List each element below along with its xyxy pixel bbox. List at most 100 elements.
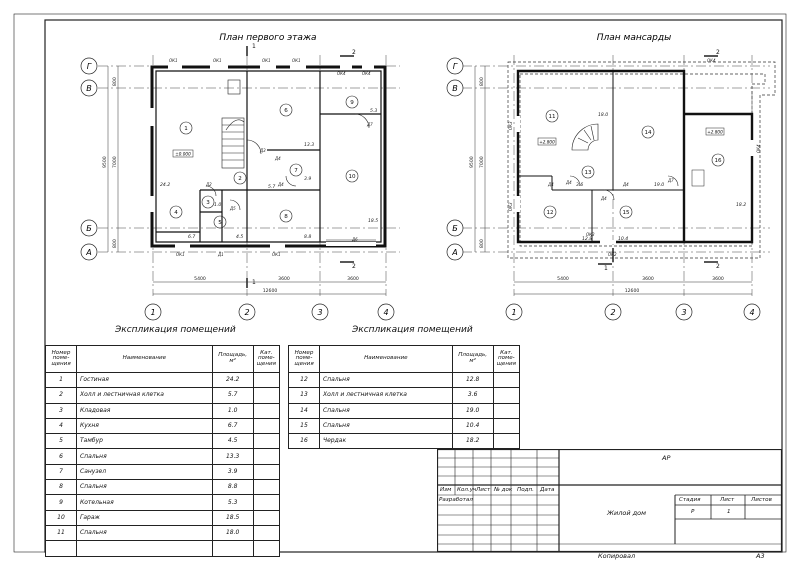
svg-text:16: 16 bbox=[714, 158, 722, 164]
axis-number-label: 2 bbox=[244, 308, 249, 317]
cell-num: 3 bbox=[45, 402, 77, 419]
inner-frame bbox=[44, 19, 783, 553]
svg-text:9500: 9500 bbox=[469, 156, 475, 168]
format-label: А3 bbox=[756, 552, 765, 560]
svg-text:1: 1 bbox=[252, 279, 256, 286]
svg-text:11: 11 bbox=[548, 114, 556, 120]
stamp-col-doc: № док bbox=[494, 487, 513, 493]
col-cat: Кат. поме- щения bbox=[492, 345, 521, 373]
stamp-col-izm: Изм bbox=[440, 487, 452, 493]
axis-letter-circle bbox=[446, 219, 464, 237]
cell-cat bbox=[492, 371, 521, 389]
explication-table-right: Номер поме- щения Наименование Площадь, … bbox=[288, 345, 521, 450]
cell-num: 9 bbox=[45, 494, 77, 511]
cell-area: 13.3 bbox=[211, 448, 254, 465]
svg-text:15: 15 bbox=[622, 210, 630, 216]
svg-text:19.0: 19.0 bbox=[654, 182, 664, 188]
cell-area: 19.0 bbox=[451, 402, 494, 419]
svg-text:ОК1: ОК1 bbox=[292, 58, 301, 63]
stamp-col-kol: Кол.уч bbox=[457, 487, 477, 493]
axis-letter-label: А bbox=[85, 248, 91, 257]
copied-label: Копировал bbox=[598, 552, 636, 560]
cell-name: Котельная bbox=[76, 494, 213, 511]
axis-letter-label: Г bbox=[87, 62, 92, 71]
svg-text:7: 7 bbox=[294, 168, 298, 174]
cell-cat bbox=[252, 417, 281, 435]
explication-title-right: Экспликация помещений bbox=[352, 325, 473, 335]
svg-text:ОК1: ОК1 bbox=[272, 252, 281, 257]
cell-cat bbox=[252, 494, 281, 511]
axis-number-label: 3 bbox=[681, 308, 686, 317]
svg-text:5: 5 bbox=[218, 220, 222, 226]
svg-text:8.8: 8.8 bbox=[304, 234, 311, 240]
svg-text:ОК3: ОК3 bbox=[586, 232, 595, 237]
svg-text:3.9: 3.9 bbox=[304, 176, 311, 182]
cell-num: 8 bbox=[45, 479, 77, 496]
svg-text:10: 10 bbox=[348, 174, 356, 180]
axis-number-circle bbox=[238, 303, 256, 321]
cell-num: 14 bbox=[288, 402, 320, 419]
svg-text:12600: 12600 bbox=[263, 288, 278, 294]
cell-cat bbox=[252, 448, 281, 465]
cell-empty bbox=[45, 540, 77, 557]
cell-area: 8.8 bbox=[211, 479, 254, 496]
svg-text:Д7: Д7 bbox=[366, 122, 373, 127]
cell-name: Спальня bbox=[319, 371, 453, 389]
cell-area: 24.2 bbox=[211, 371, 254, 389]
svg-text:9500: 9500 bbox=[102, 156, 108, 168]
svg-text:3600: 3600 bbox=[347, 276, 359, 282]
stamp-col-date: Дата bbox=[540, 487, 555, 493]
svg-text:Д1: Д1 bbox=[217, 252, 224, 257]
cell-name: Кладовая bbox=[76, 402, 213, 419]
svg-text:3: 3 bbox=[206, 200, 210, 206]
cell-name: Санузел bbox=[76, 463, 213, 481]
axis-letter-circle bbox=[446, 79, 464, 97]
cell-cat bbox=[492, 417, 521, 435]
svg-text:ОК1: ОК1 bbox=[213, 58, 222, 63]
svg-text:ОК4: ОК4 bbox=[362, 71, 371, 76]
svg-text:4: 4 bbox=[174, 210, 178, 216]
col-num: Номер поме- щения bbox=[288, 345, 320, 373]
axis-letter-circle bbox=[446, 57, 464, 75]
axis-number-label: 1 bbox=[511, 308, 516, 317]
cell-name: Гостиная bbox=[76, 371, 213, 389]
cell-name: Спальня bbox=[76, 448, 213, 465]
axis-letter-circle bbox=[446, 243, 464, 261]
svg-text:Д4: Д4 bbox=[274, 156, 281, 161]
svg-text:ОК1: ОК1 bbox=[169, 58, 178, 63]
cell-area: 1.0 bbox=[211, 402, 254, 419]
svg-text:6.7: 6.7 bbox=[188, 234, 195, 240]
cell-cat bbox=[252, 509, 281, 526]
axis-number-circle bbox=[144, 303, 162, 321]
explication-title-left: Экспликация помещений bbox=[115, 325, 236, 335]
cell-num: 11 bbox=[45, 524, 77, 542]
title-block: АР Изм Кол.уч Лист № док Подп. Дата Разр… bbox=[437, 449, 782, 552]
cell-cat bbox=[252, 402, 281, 419]
cell-name: Гараж bbox=[76, 509, 213, 526]
cell-area: 18.5 bbox=[211, 509, 254, 526]
cell-name: Спальня bbox=[319, 417, 453, 435]
stage-value: Р bbox=[691, 509, 695, 515]
svg-text:800: 800 bbox=[112, 239, 118, 248]
cell-empty bbox=[211, 540, 254, 557]
cell-area: 3.6 bbox=[451, 387, 494, 404]
cell-cat bbox=[252, 463, 281, 481]
sheets-label: Листов bbox=[751, 497, 772, 503]
cell-num: 13 bbox=[288, 387, 320, 404]
sheet-value: 1 bbox=[727, 509, 731, 515]
svg-text:Д6: Д6 bbox=[351, 237, 358, 242]
cell-cat bbox=[252, 433, 281, 450]
svg-text:12.8: 12.8 bbox=[582, 236, 592, 242]
svg-text:ОК3: ОК3 bbox=[508, 121, 513, 130]
svg-text:3600: 3600 bbox=[712, 276, 724, 282]
cell-area: 5.3 bbox=[211, 494, 254, 511]
svg-text:6: 6 bbox=[284, 108, 288, 114]
svg-text:18.0: 18.0 bbox=[598, 112, 608, 118]
